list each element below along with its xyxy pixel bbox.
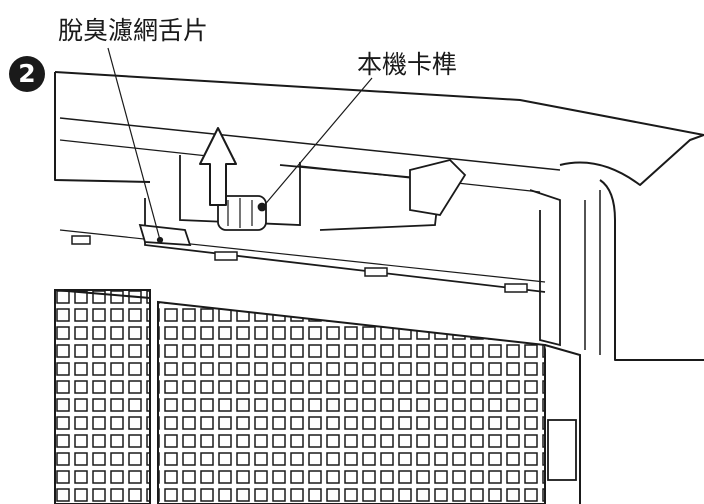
deodorizer-filter-tab-label: 脫臭濾網舌片 xyxy=(58,16,209,45)
unit-housing xyxy=(54,71,704,361)
rail-tab-4 xyxy=(504,283,528,293)
channel-right-wall xyxy=(529,189,561,347)
right-filter-panel xyxy=(157,300,581,504)
leader-deodorizer-tab xyxy=(107,47,161,241)
deodorizer-filter-tab xyxy=(138,223,192,246)
channel-floor-back xyxy=(59,229,546,283)
housing-front-edge xyxy=(54,72,151,183)
filter-handle xyxy=(547,419,577,481)
unit-latch-label: 本機卡榫 xyxy=(357,50,458,79)
unit-latch xyxy=(217,195,267,231)
housing-right-corner xyxy=(559,134,704,186)
housing-right-side xyxy=(599,179,704,361)
rail-tab-3 xyxy=(364,267,388,277)
housing-top-face xyxy=(54,71,704,136)
housing-right-panel xyxy=(584,190,601,355)
channel-bracket xyxy=(409,159,467,216)
channel-floor xyxy=(144,198,546,293)
rail-tab-2 xyxy=(214,251,238,261)
leader-unit-latch xyxy=(261,77,373,209)
left-filter-panel xyxy=(54,289,151,504)
housing-inner-rail xyxy=(59,117,561,171)
callout-leaders xyxy=(107,47,373,244)
step-number-badge: 2 xyxy=(9,56,45,92)
rail-tabs xyxy=(71,235,528,293)
rail-tab-1 xyxy=(71,235,91,245)
arrow-up-icon xyxy=(199,127,237,206)
